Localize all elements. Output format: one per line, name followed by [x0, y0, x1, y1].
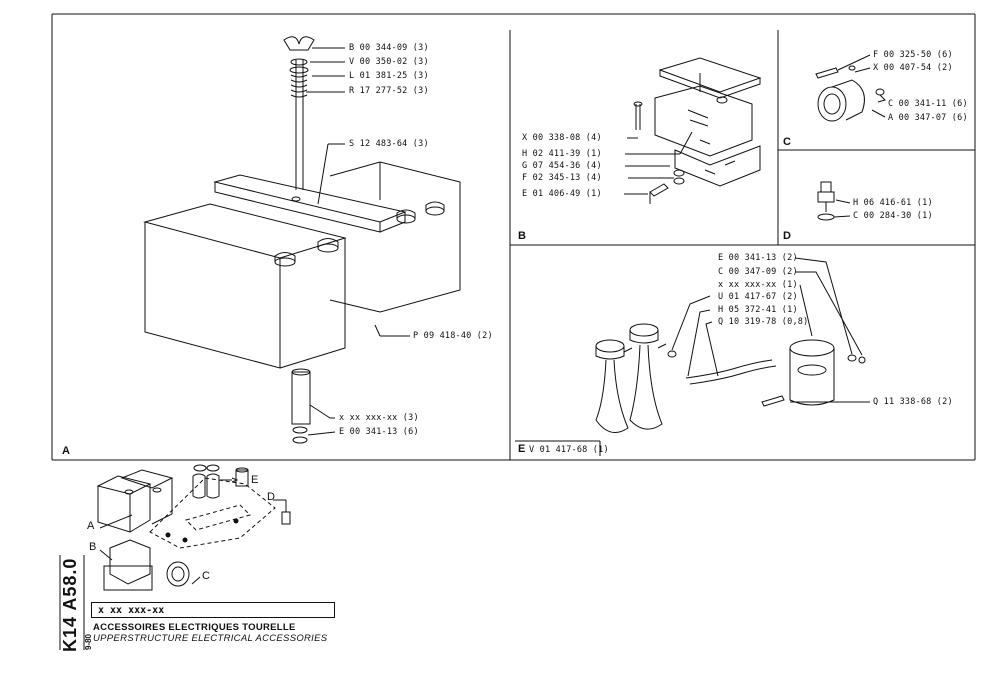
panel-letter-a: A — [62, 445, 70, 457]
part-label-c-1: X 00 407-54 (2) — [873, 63, 953, 73]
sheet-code: K14 A58.0 — [60, 557, 80, 652]
panel-letter-e: E — [518, 443, 526, 455]
part-label-a-0: B 00 344-09 (3) — [349, 43, 429, 53]
part-label-b-3: F 02 345-13 (4) — [522, 173, 602, 183]
part-label-a-2: L 01 381-25 (3) — [349, 71, 429, 81]
part-label-a-4: S 12 483-64 (3) — [349, 139, 429, 149]
part-label-e-1: C 00 347-09 (2) — [718, 267, 798, 277]
panel-letter-b: B — [518, 230, 526, 242]
panel-letter-c: C — [783, 136, 791, 148]
panel-frame — [51, 13, 976, 461]
socket-illustration — [815, 65, 885, 122]
part-label-e-2: x xx xxx-xx (1) — [718, 280, 798, 290]
leaders-panel-a — [306, 47, 410, 436]
part-label-a-7: E 00 341-13 (6) — [339, 427, 419, 437]
relay-illustration — [633, 57, 762, 204]
part-label-a-3: R 17 277-52 (3) — [349, 86, 429, 96]
key-letter-c: C — [202, 570, 210, 582]
reference-box: x xx xxx-xx — [91, 602, 335, 618]
key-location-sketch — [96, 464, 291, 591]
part-label-e-4: H 05 372-41 (1) — [718, 305, 798, 315]
part-label-e-3: U 01 417-67 (2) — [718, 292, 798, 302]
key-leaders — [99, 477, 287, 585]
part-label-e-6: Q 11 338-68 (2) — [873, 397, 953, 407]
leaders-panel-e — [671, 257, 870, 403]
key-letter-d: D — [267, 491, 275, 503]
part-label-a-6: x xx xxx-xx (3) — [339, 413, 419, 423]
part-label-b-2: G 07 454-36 (4) — [522, 161, 602, 171]
part-label-c-0: F 00 325-50 (6) — [873, 50, 953, 60]
part-label-e-5: Q 10 319-78 (0,8) — [718, 317, 809, 327]
sheet-date: 9-80 — [84, 633, 93, 650]
key-letter-b: B — [89, 541, 97, 553]
leaders-panel-b — [624, 131, 693, 195]
title-block-frame — [59, 555, 85, 650]
part-label-a-1: V 00 350-02 (3) — [349, 57, 429, 67]
part-label-d-0: H 06 416-61 (1) — [853, 198, 933, 208]
part-label-b-0: X 00 338-08 (4) — [522, 133, 602, 143]
leaders-panel-c — [837, 54, 886, 118]
assembly-label-e: V 01 417-68 (1) — [529, 445, 609, 455]
title-french: ACCESSOIRES ELECTRIQUES TOURELLE — [93, 622, 296, 633]
part-label-b-1: H 02 411-39 (1) — [522, 149, 602, 159]
title-english: UPPERSTRUCTURE ELECTRICAL ACCESSORIES — [93, 633, 328, 644]
part-label-c-3: A 00 347-07 (6) — [888, 113, 968, 123]
part-label-d-1: C 00 284-30 (1) — [853, 211, 933, 221]
panel-letter-d: D — [783, 230, 791, 242]
horn-assembly-illustration — [595, 323, 866, 433]
battery-assembly-illustration — [143, 36, 461, 444]
key-letter-a: A — [87, 520, 95, 532]
switch-illustration — [817, 181, 835, 221]
key-letter-e: E — [251, 474, 259, 486]
part-label-c-2: C 00 341-11 (6) — [888, 99, 968, 109]
part-label-e-0: E 00 341-13 (2) — [718, 253, 798, 263]
part-label-b-4: E 01 406-49 (1) — [522, 189, 602, 199]
leaders-panel-d — [833, 199, 851, 218]
part-label-a-5: P 09 418-40 (2) — [413, 331, 493, 341]
